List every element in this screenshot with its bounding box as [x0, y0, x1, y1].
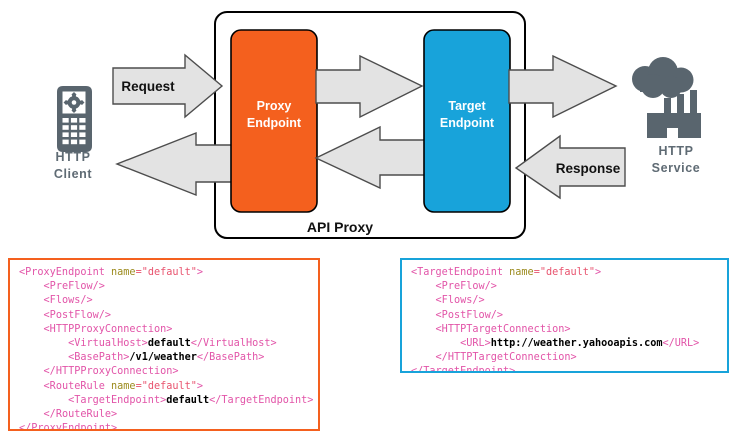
code-token-plain [19, 409, 44, 420]
code-line: <PreFlow/> [411, 280, 719, 294]
code-token-val: ="default" [135, 380, 197, 392]
proxy-endpoint-label-line1: Proxy [257, 99, 292, 113]
code-token-tag: </TargetEndpoint> [209, 394, 314, 406]
proxy-to-target-arrow [315, 54, 424, 119]
code-token-tag: <PostFlow/> [435, 309, 504, 321]
code-token-val: ="default" [533, 267, 596, 278]
code-token-attr: name [509, 267, 534, 278]
code-line: <TargetEndpoint name="default"> [411, 266, 719, 280]
target-to-service-arrow [508, 54, 618, 119]
code-token-plain [411, 295, 436, 306]
proxy-endpoint-label-line2: Endpoint [247, 116, 302, 130]
code-token-txt: http://weather.yahooapis.com [490, 337, 663, 349]
cloud-factory-icon [632, 57, 701, 138]
request-arrow: Request [112, 53, 224, 119]
code-line: </ProxyEndpoint> [19, 422, 310, 431]
target-endpoint-code-block: <TargetEndpoint name="default"> <PreFlow… [400, 258, 729, 373]
code-token-txt: /v1/weather [129, 352, 197, 364]
code-token-tag: > [196, 267, 204, 278]
mobile-phone-gear-icon [57, 86, 92, 152]
proxy-to-client-arrow [115, 131, 233, 197]
code-token-tag: </HTTPProxyConnection> [43, 366, 179, 378]
code-token-plain [411, 310, 436, 321]
code-token-tag: </HTTPTargetConnection> [435, 352, 577, 364]
code-line: <HTTPProxyConnection> [19, 323, 310, 337]
code-line: <Flows/> [19, 294, 310, 308]
code-token-plain [411, 281, 436, 292]
response-arrow: Response [514, 134, 626, 200]
proxy-endpoint-box: Proxy Endpoint [230, 29, 318, 213]
code-token-tag: <Flows/> [435, 295, 485, 307]
code-line: <HTTPTargetConnection> [411, 323, 719, 337]
http-client-label-line2: Client [54, 167, 93, 181]
code-token-plain [411, 352, 436, 363]
code-token-val: ="default" [135, 267, 197, 278]
code-token-txt: default [166, 394, 210, 406]
target-to-proxy-arrow [314, 125, 426, 190]
code-line: <ProxyEndpoint name="default"> [19, 266, 310, 280]
code-token-plain [19, 310, 44, 321]
code-line: <RouteRule name="default"> [19, 380, 310, 394]
code-line: <PostFlow/> [411, 309, 719, 323]
target-endpoint-box: Target Endpoint [423, 29, 511, 213]
code-token-tag: </RouteRule> [43, 408, 118, 420]
code-line: <TargetEndpoint>default</TargetEndpoint> [19, 394, 314, 408]
http-service-label-line2: Service [652, 161, 701, 175]
http-client-label-line1: HTTP [55, 150, 90, 164]
code-line: </HTTPProxyConnection> [19, 365, 310, 379]
code-token-tag: </TargetEndpoint> [411, 366, 516, 373]
code-token-tag: <TargetEndpoint> [68, 394, 167, 406]
code-token-tag: <PostFlow/> [43, 309, 112, 321]
code-token-plain [19, 381, 44, 392]
code-token-tag: <PreFlow/> [435, 281, 497, 293]
code-token-plain [19, 366, 44, 377]
response-arrow-label: Response [556, 161, 621, 176]
code-token-attr: name [111, 267, 136, 278]
code-token-tag: <PreFlow/> [43, 281, 105, 293]
code-token-plain [19, 352, 68, 363]
code-line: </RouteRule> [19, 408, 310, 422]
code-token-plain [411, 324, 436, 335]
target-endpoint-label-line1: Target [448, 99, 486, 113]
code-token-tag: <Flows/> [43, 295, 93, 307]
code-token-plain [411, 338, 460, 349]
proxy-endpoint-code-block: <ProxyEndpoint name="default"> <PreFlow/… [8, 258, 320, 431]
code-token-tag: </BasePath> [196, 352, 265, 364]
code-token-plain [19, 324, 44, 335]
target-endpoint-label-line2: Endpoint [440, 116, 495, 130]
code-token-tag: </URL> [662, 337, 700, 349]
code-token-tag: </ProxyEndpoint> [19, 423, 118, 431]
request-arrow-label: Request [121, 79, 175, 94]
code-token-tag: <BasePath> [68, 352, 130, 364]
code-token-tag: <ProxyEndpoint [19, 267, 112, 278]
code-line: <Flows/> [411, 294, 719, 308]
code-token-tag: <TargetEndpoint [411, 267, 510, 278]
api-proxy-label: API Proxy [307, 219, 373, 235]
code-token-txt: default [147, 337, 191, 349]
code-token-plain [19, 338, 68, 349]
code-token-tag: <RouteRule [43, 380, 112, 392]
code-token-tag: <HTTPTargetConnection> [435, 323, 571, 335]
http-service-label-line1: HTTP [658, 144, 693, 158]
code-line: <PreFlow/> [19, 280, 310, 294]
code-line: <URL>http://weather.yahooapis.com</URL> [411, 337, 719, 351]
code-line: <PostFlow/> [19, 309, 310, 323]
code-line: </HTTPTargetConnection> [411, 351, 719, 365]
code-token-tag: > [595, 267, 602, 278]
code-line: <VirtualHost>default</VirtualHost> [19, 337, 310, 351]
code-token-plain [19, 395, 68, 406]
code-token-plain [19, 295, 44, 306]
code-token-tag: <HTTPProxyConnection> [43, 323, 173, 335]
code-token-plain [19, 281, 44, 292]
code-line: <BasePath>/v1/weather</BasePath> [19, 351, 310, 365]
code-token-tag: <URL> [460, 337, 491, 349]
code-token-attr: name [111, 380, 136, 392]
code-line: </TargetEndpoint> [411, 365, 719, 373]
code-token-tag: </VirtualHost> [190, 337, 277, 349]
code-token-tag: > [196, 380, 204, 392]
code-token-tag: <VirtualHost> [68, 337, 148, 349]
